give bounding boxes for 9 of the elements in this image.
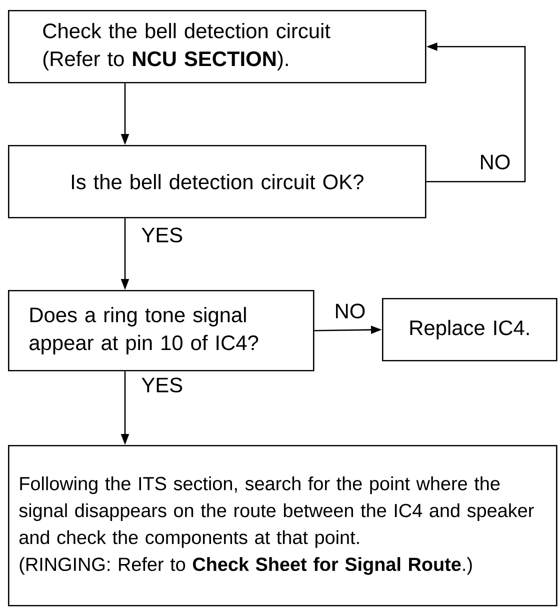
edge-label: YES <box>140 376 184 394</box>
decision-box: Is the bell detection circuit OK? <box>8 145 426 218</box>
process-box: Following the ITS section, search for the point where the signal disappears on the route between the IC4 and speaker and check the components at that point. (RINGING: Refer to Check Sheet for Signal Route.) <box>8 445 558 606</box>
edge-label: YES <box>140 226 184 244</box>
decision-box: Does a ring tone signal appear at pin 10 of IC4? <box>8 290 314 372</box>
process-box: Replace IC4. <box>382 298 558 362</box>
process-box: Check the bell detection circuit (Refer to NCU SECTION). <box>8 10 426 84</box>
edge-label: NO <box>333 302 367 320</box>
edge-label: NO <box>478 154 512 170</box>
